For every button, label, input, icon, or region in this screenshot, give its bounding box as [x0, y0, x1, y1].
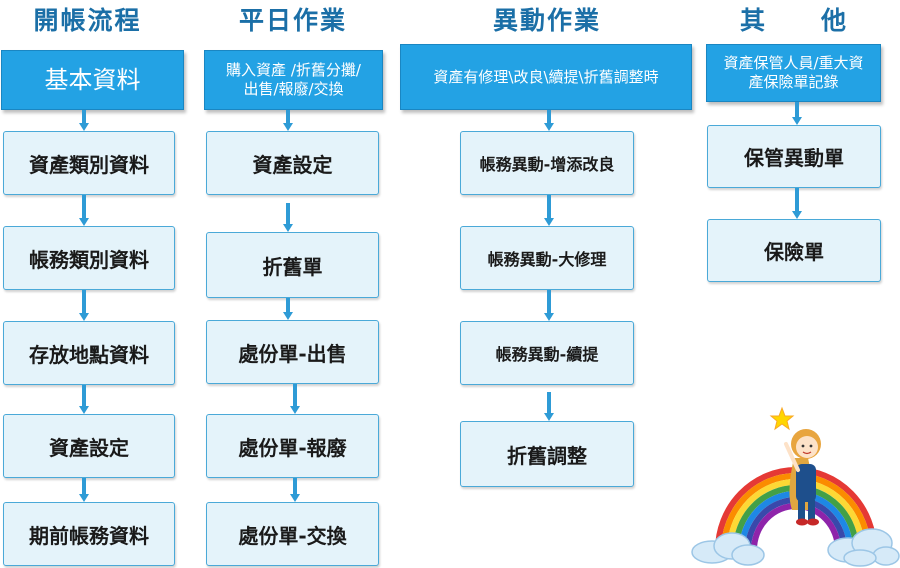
step-depreciation: 折舊單	[206, 232, 379, 298]
step-change-major-repair: 帳務異動-大修理	[460, 226, 634, 290]
step-account-category: 帳務類別資料	[3, 226, 175, 290]
flow-arrow	[79, 290, 89, 321]
step-asset-setup-daily: 資產設定	[206, 131, 379, 195]
header-daily-ops: 購入資產 /折舊分攤/ 出售/報廢/交換	[204, 50, 383, 110]
header-line: 購入資產 /折舊分攤/	[226, 61, 361, 80]
step-insurance: 保險單	[707, 219, 881, 282]
step-asset-category: 資產類別資料	[3, 131, 175, 195]
rainbow-girl-illustration	[691, 406, 900, 567]
header-basic-data: 基本資料	[1, 50, 184, 110]
flow-arrow	[792, 188, 802, 219]
flow-arrow	[283, 110, 293, 131]
flow-arrow	[79, 195, 89, 226]
step-disposal-scrap: 處份單-報廢	[206, 414, 379, 478]
cloud-icon	[691, 532, 765, 566]
flow-arrow	[290, 478, 300, 502]
step-change-improvement: 帳務異動-增添改良	[460, 131, 634, 195]
flow-arrow	[79, 385, 89, 414]
flow-arrow	[544, 290, 554, 321]
flow-arrow	[544, 195, 554, 226]
girl-icon	[784, 429, 821, 526]
step-change-continued-depreciation: 帳務異動-續提	[460, 321, 634, 385]
step-asset-setup: 資產設定	[3, 414, 175, 478]
header-other: 資產保管人員/重大資 產保險單記錄	[706, 44, 881, 102]
column-title-daily: 平日作業	[238, 6, 347, 35]
column-title-other: 其 他	[739, 6, 848, 35]
header-line: 資產保管人員/重大資	[723, 54, 864, 73]
cloud-icon	[827, 528, 900, 567]
star-icon	[769, 406, 795, 431]
flow-arrow	[283, 298, 293, 320]
step-storage-location: 存放地點資料	[3, 321, 175, 385]
step-custody-change: 保管異動單	[707, 125, 881, 188]
flow-arrow	[79, 478, 89, 502]
step-disposal-sale: 處份單-出售	[206, 320, 379, 384]
step-depreciation-adjustment: 折舊調整	[460, 421, 634, 487]
step-prior-period-accounts: 期前帳務資料	[3, 502, 175, 566]
header-line: 產保險單記錄	[748, 73, 839, 91]
flow-arrow	[544, 392, 554, 421]
flow-arrow	[544, 110, 554, 131]
flow-arrow	[290, 384, 300, 414]
flow-arrow	[283, 203, 293, 232]
column-title-opening: 開帳流程	[33, 6, 142, 35]
flow-arrow	[792, 102, 802, 125]
step-disposal-exchange: 處份單-交換	[206, 502, 379, 566]
flow-arrow	[79, 110, 89, 131]
header-change-ops: 資產有修理\改良\續提\折舊調整時	[400, 44, 692, 110]
column-title-change: 異動作業	[492, 6, 601, 35]
header-line: 出售/報廢/交換	[243, 80, 344, 98]
